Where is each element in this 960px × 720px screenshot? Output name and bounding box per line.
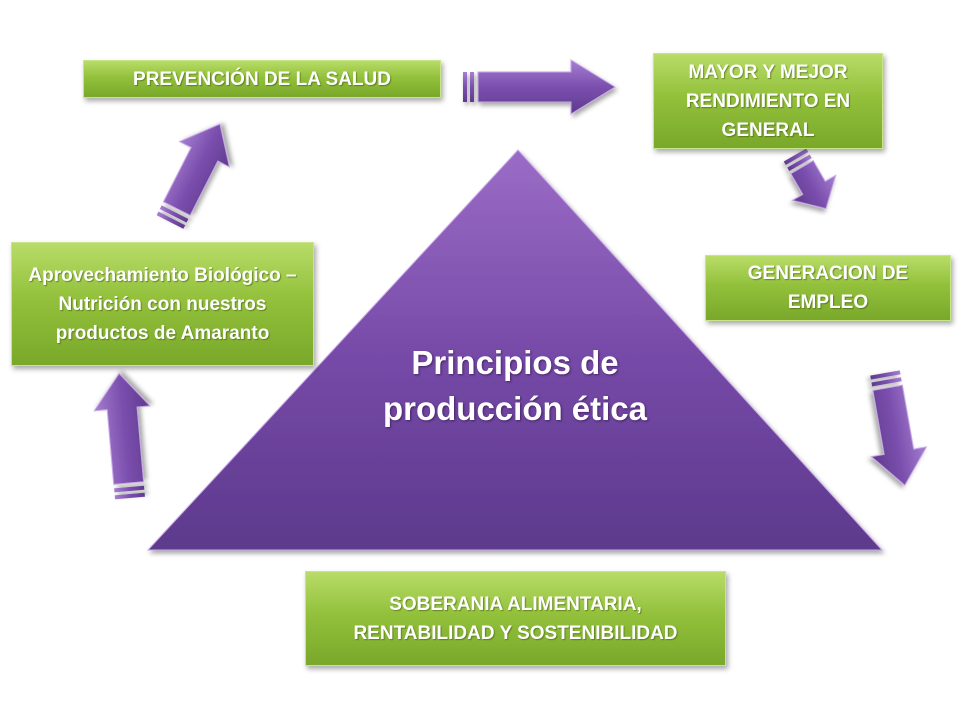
box-prevencion-salud: PREVENCIÓN DE LA SALUD [83,60,441,98]
box-aprovechamiento: Aprovechamiento Biológico – Nutrición co… [11,242,314,366]
box-generacion-empleo: GENERACION DE EMPLEO [705,255,951,321]
box-mayor-rendimiento: MAYOR Y MEJOR RENDIMIENTO EN GENERAL [653,53,883,149]
box-prevencion-label: PREVENCIÓN DE LA SALUD [133,68,391,90]
box-soberania-label: SOBERANIA ALIMENTARIA, RENTABILIDAD Y SO… [353,593,678,644]
box-empleo-label: GENERACION DE EMPLEO [747,263,909,313]
center-title: Principios de producción ética [382,344,648,427]
arrow-down-right-lower [870,370,928,487]
arrow-right-top [463,59,616,115]
arrow-down-right-upper [783,148,837,210]
box-mayor-label: MAYOR Y MEJOR RENDIMIENTO EN GENERAL [685,61,851,141]
box-soberania: SOBERANIA ALIMENTARIA, RENTABILIDAD Y SO… [305,571,726,666]
arrow-up-left-lower [93,372,152,500]
center-triangle [146,149,884,551]
arrow-up-left-upper [156,123,231,229]
box-aprovechamiento-label: Aprovechamiento Biológico – Nutrición co… [28,264,297,344]
